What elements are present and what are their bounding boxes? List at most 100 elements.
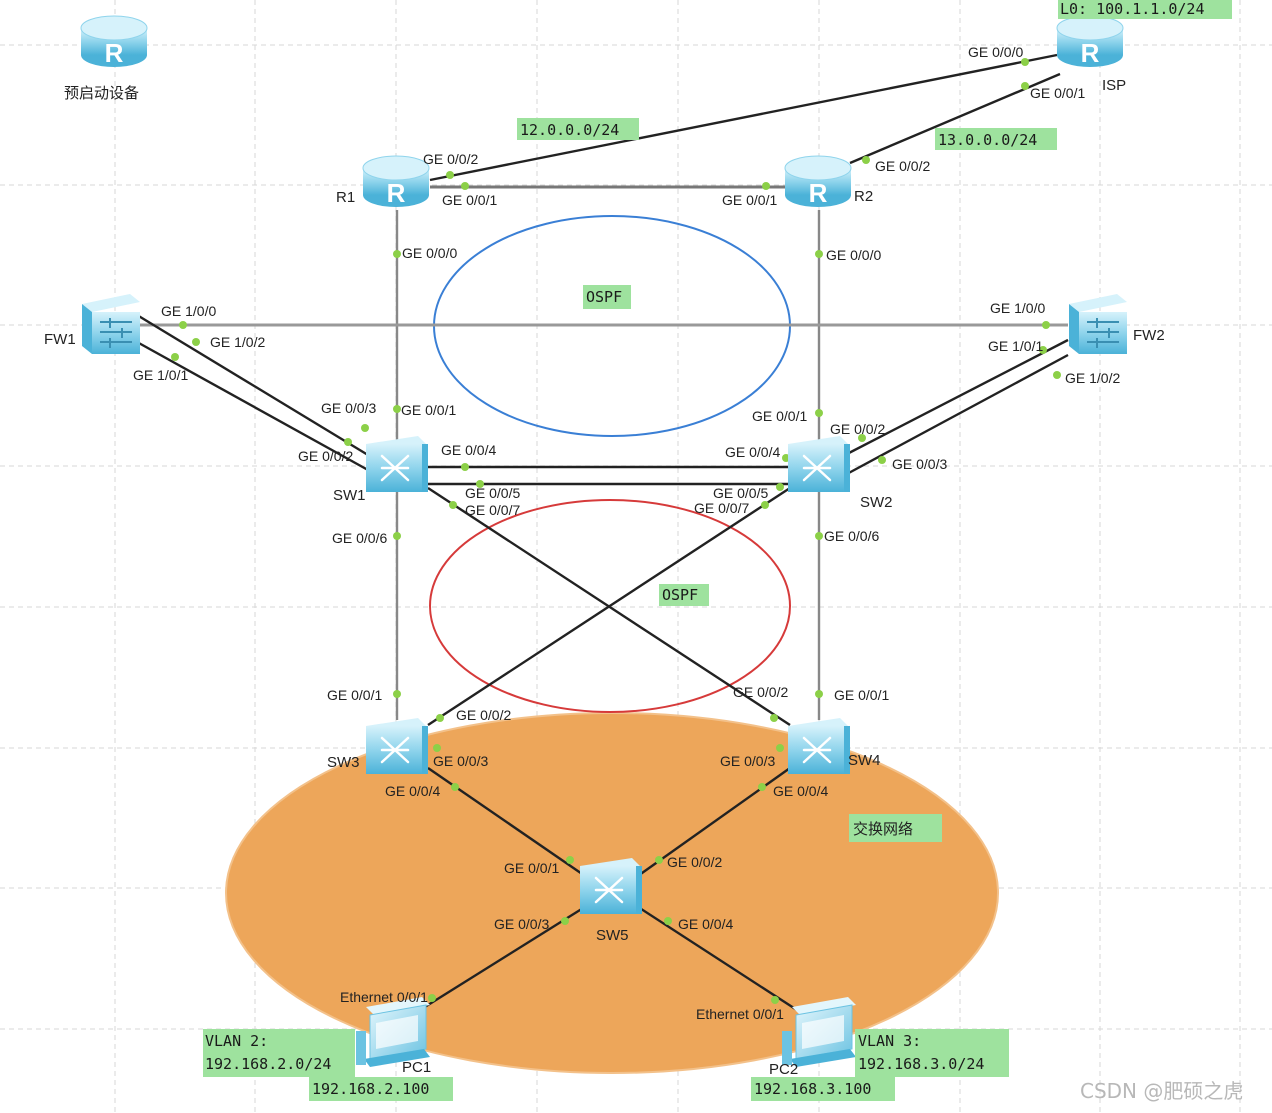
port-label: Ethernet 0/0/1: [340, 989, 428, 1005]
router-isp-icon[interactable]: R: [1056, 15, 1124, 68]
link-sw5-pc1: [419, 903, 589, 1012]
switch-sw2-icon[interactable]: [788, 436, 850, 492]
svg-text:R: R: [387, 178, 406, 208]
svg-text:R: R: [809, 178, 828, 208]
port-label: GE 0/0/0: [826, 247, 881, 263]
legend-router-icon: R: [80, 15, 148, 68]
port-label: GE 1/0/0: [161, 303, 216, 319]
port-labels: GE 0/0/0 GE 0/0/1 GE 0/0/2 GE 0/0/1 GE 0…: [133, 44, 1120, 1022]
port-label: GE 0/0/1: [401, 402, 456, 418]
svg-text:R: R: [105, 38, 124, 68]
router-r1-icon[interactable]: R: [362, 155, 430, 208]
device-label-pc1: PC1: [402, 1059, 431, 1076]
port-label: GE 0/0/6: [824, 528, 879, 544]
device-label-r1: R1: [336, 189, 355, 206]
port-label: GE 0/0/0: [968, 44, 1023, 60]
port-label: GE 0/0/3: [321, 400, 376, 416]
port-label: GE 0/0/1: [1030, 85, 1085, 101]
port-label: GE 0/0/2: [733, 684, 788, 700]
link-fw1-sw1-b: [136, 340, 369, 472]
port-label: Ethernet 0/0/1: [696, 1006, 784, 1022]
device-label-isp: ISP: [1102, 77, 1126, 94]
port-label: GE 0/0/2: [875, 158, 930, 174]
switch-sw1-icon[interactable]: [366, 436, 428, 492]
link-sw5-pc2: [634, 903, 801, 1014]
port-label: GE 0/0/1: [504, 860, 559, 876]
device-label-sw5: SW5: [596, 927, 629, 944]
link-fw1-sw1-a: [136, 313, 369, 457]
port-label: GE 0/0/1: [752, 408, 807, 424]
port-label: GE 0/0/4: [725, 444, 780, 460]
port-label: GE 0/0/2: [298, 448, 353, 464]
vlan2-network: 192.168.2.0/24: [205, 1055, 331, 1073]
port-label: GE 0/0/3: [494, 916, 549, 932]
csdn-watermark: CSDN @肥硕之虎: [1080, 1079, 1243, 1103]
note-boxes: [203, 0, 1232, 1101]
device-label-pc2: PC2: [769, 1061, 798, 1078]
link-fw2-sw2-b: [844, 353, 1069, 477]
svg-text:R: R: [1081, 38, 1100, 68]
port-label: GE 0/0/7: [465, 502, 520, 518]
router-r2-icon[interactable]: R: [784, 155, 852, 208]
pc2-ip: 192.168.3.100: [754, 1080, 871, 1098]
port-label: GE 0/0/5: [465, 485, 520, 501]
port-label: GE 0/0/2: [830, 421, 885, 437]
port-label: GE 0/0/1: [442, 192, 497, 208]
port-label: GE 0/0/4: [773, 783, 828, 799]
port-label: GE 1/0/2: [210, 334, 265, 350]
switch-sw5-icon[interactable]: [580, 858, 642, 914]
links: [136, 53, 1069, 1014]
network-13-note: 13.0.0.0/24: [938, 131, 1037, 149]
device-label-r2: R2: [854, 188, 873, 205]
link-sw2-sw3: [427, 486, 791, 727]
port-dots: [171, 58, 1061, 1004]
port-label: GE 1/0/1: [988, 338, 1043, 354]
port-label: GE 1/0/0: [990, 300, 1045, 316]
pc1-ip: 192.168.2.100: [312, 1080, 429, 1098]
port-label: GE 0/0/6: [332, 530, 387, 546]
device-label-fw1: FW1: [44, 331, 76, 348]
port-label: GE 0/0/1: [327, 687, 382, 703]
port-label: GE 0/0/5: [713, 485, 768, 501]
ospf-area-lower: [429, 499, 791, 713]
port-label: GE 0/0/1: [834, 687, 889, 703]
port-label: GE 1/0/2: [1065, 370, 1120, 386]
port-label: GE 0/0/7: [694, 500, 749, 516]
port-label: GE 0/0/2: [667, 854, 722, 870]
ospf-lower-label: OSPF: [662, 586, 698, 604]
link-fw2-sw2-a: [844, 338, 1069, 457]
port-label: GE 0/0/3: [433, 753, 488, 769]
firewall-fw2-icon[interactable]: [1069, 294, 1127, 354]
switch-sw3-icon[interactable]: [366, 718, 428, 774]
link-isp-r1: [429, 53, 1058, 182]
port-label: GE 0/0/2: [456, 707, 511, 723]
port-label: GE 0/0/2: [423, 151, 478, 167]
pc-pc2-icon[interactable]: [782, 997, 856, 1067]
loopback-note: L0: 100.1.1.0/24: [1060, 0, 1205, 18]
device-label-fw2: FW2: [1133, 327, 1165, 344]
switch-sw4-icon[interactable]: [788, 718, 850, 774]
vlan3-network: 192.168.3.0/24: [858, 1055, 984, 1073]
port-label: GE 0/0/4: [385, 783, 440, 799]
port-label: GE 0/0/4: [441, 442, 496, 458]
port-label: GE 0/0/1: [722, 192, 777, 208]
vlan2-title: VLAN 2:: [205, 1032, 268, 1050]
pc-pc1-icon[interactable]: [356, 997, 430, 1067]
device-label-sw3: SW3: [327, 754, 360, 771]
switch-network-label: 交换网络: [853, 820, 913, 838]
network-12-note: 12.0.0.0/24: [520, 121, 619, 139]
port-label: GE 1/0/1: [133, 367, 188, 383]
firewall-fw1-icon[interactable]: [82, 294, 140, 354]
ospf-upper-label: OSPF: [586, 288, 622, 306]
vlan3-title: VLAN 3:: [858, 1032, 921, 1050]
device-label-sw4: SW4: [848, 752, 881, 769]
port-label: GE 0/0/3: [892, 456, 947, 472]
device-label-sw2: SW2: [860, 494, 893, 511]
legend-label: 预启动设备: [64, 84, 139, 102]
port-label: GE 0/0/4: [678, 916, 733, 932]
port-label: GE 0/0/3: [720, 753, 775, 769]
device-label-sw1: SW1: [333, 487, 366, 504]
port-label: GE 0/0/0: [402, 245, 457, 261]
